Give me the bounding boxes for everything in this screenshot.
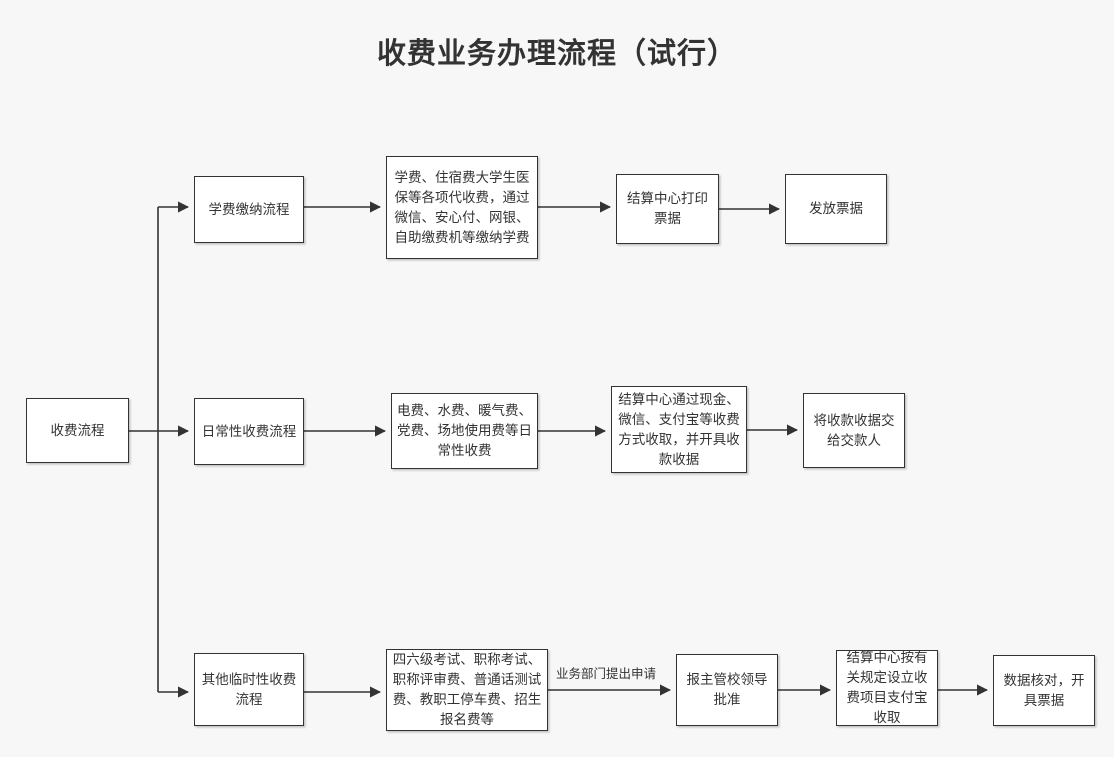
page-title: 收费业务办理流程（试行） (376, 36, 737, 70)
node-branch1-step4[interactable]: 发放票据 (785, 174, 887, 244)
node-branch1[interactable]: 学费缴纳流程 (194, 176, 304, 243)
node-branch2-step3-label: 结算中心通过现金、微信、支付宝等收费方式收取，并开具收款收据 (618, 391, 740, 468)
node-branch3[interactable]: 其他临时性收费流程 (194, 653, 304, 726)
node-branch2-step3[interactable]: 结算中心通过现金、微信、支付宝等收费方式收取，并开具收款收据 (611, 386, 747, 473)
node-branch1-step3[interactable]: 结算中心打印票据 (616, 174, 719, 244)
node-branch2-step4-label: 将收款收据交给交款人 (813, 412, 895, 449)
node-branch2-detail[interactable]: 电费、水费、暖气费、党费、场地使用费等日常性收费 (391, 393, 538, 469)
node-branch1-detail-label: 学费、住宿费大学生医保等各项代收费，通过微信、安心付、网银、自助缴费机等缴纳学费 (394, 169, 530, 246)
node-branch3-detail-label: 四六级考试、职称考试、职称评审费、普通话测试费、教职工停车费、招生报名费等 (392, 652, 542, 728)
node-branch3-step4[interactable]: 结算中心按有关规定设立收费项目支付宝收取 (836, 650, 938, 726)
edge-label-apply: 业务部门提出申请 (556, 666, 657, 681)
node-branch3-label: 其他临时性收费流程 (201, 671, 297, 708)
node-branch3-step4-label: 结算中心按有关规定设立收费项目支付宝收取 (846, 650, 928, 726)
node-branch3-step3-label: 报主管校领导批准 (686, 672, 768, 708)
node-branch1-step4-label: 发放票据 (809, 201, 863, 217)
node-branch2-label: 日常性收费流程 (201, 423, 297, 440)
node-branch2[interactable]: 日常性收费流程 (194, 398, 304, 465)
node-branch3-step5-label: 数据核对，开具票据 (1003, 672, 1085, 709)
node-branch1-detail[interactable]: 学费、住宿费大学生医保等各项代收费，通过微信、安心付、网银、自助缴费机等缴纳学费 (386, 156, 538, 259)
node-branch2-detail-label: 电费、水费、暖气费、党费、场地使用费等日常性收费 (397, 403, 532, 459)
node-branch1-step3-label: 结算中心打印票据 (627, 191, 708, 227)
node-branch3-step3[interactable]: 报主管校领导批准 (676, 654, 778, 726)
node-root[interactable]: 收费流程 (26, 398, 129, 463)
node-branch2-step4[interactable]: 将收款收据交给交款人 (803, 393, 905, 468)
node-branch3-step5[interactable]: 数据核对，开具票据 (993, 655, 1095, 726)
node-root-label: 收费流程 (50, 422, 105, 439)
node-branch1-label: 学费缴纳流程 (208, 201, 290, 218)
node-branch3-detail[interactable]: 四六级考试、职称考试、职称评审费、普通话测试费、教职工停车费、招生报名费等 (386, 649, 548, 731)
